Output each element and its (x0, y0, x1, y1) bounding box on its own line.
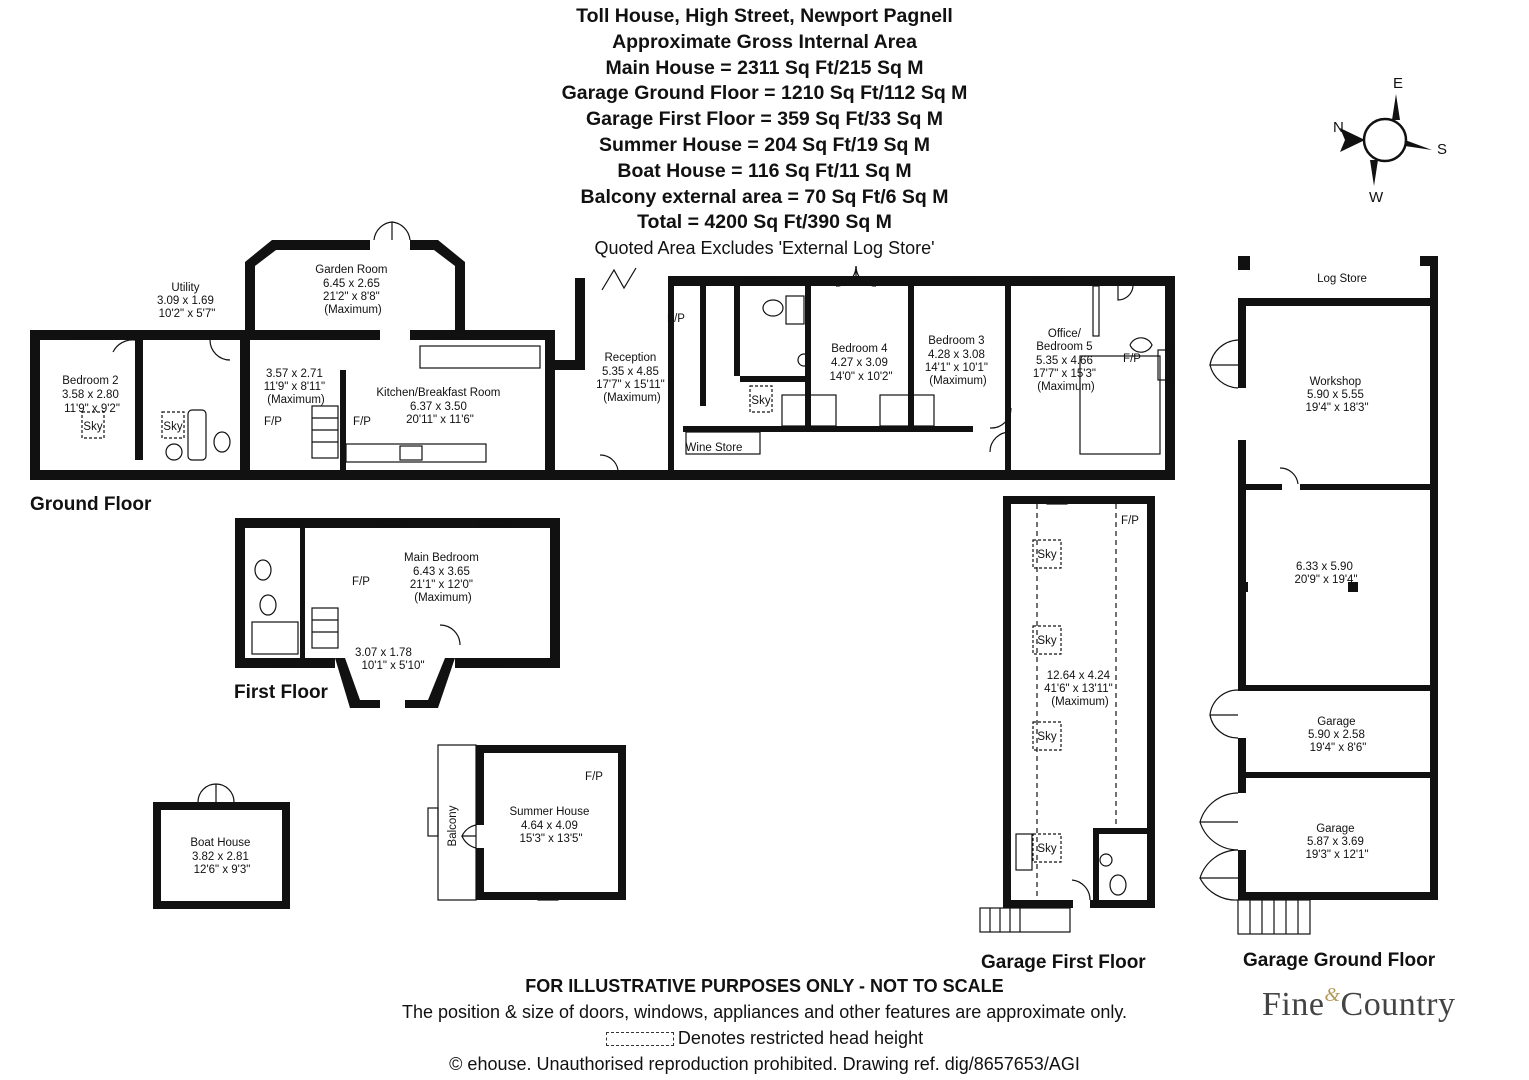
room-bedroom-4: Bedroom 4 4.27 x 3.09 14'0" x 10'2" (829, 343, 892, 383)
room-office-bedroom-5: Office/ Bedroom 5 5.35 x 4.66 17'7" x 15… (1033, 328, 1099, 393)
skylight-marker: Sky (1037, 843, 1056, 855)
floor-label-first: First Floor (234, 682, 329, 703)
room-balcony: Balcony (447, 805, 459, 846)
area-garage-first: Garage First Floor = 359 Sq Ft/33 Sq M (585, 108, 944, 131)
logo-right: Country (1340, 986, 1456, 1023)
skylight-marker: Sky (83, 421, 102, 433)
compass-south-label: S (1437, 141, 1447, 158)
area-total: Total = 4200 Sq Ft/390 Sq M (637, 211, 892, 234)
fireplace-marker: F/P (352, 576, 370, 588)
logo-left: Fine (1262, 986, 1325, 1023)
fireplace-marker: F/P (353, 416, 371, 428)
room-garage-2: Garage 5.87 x 3.69 19'3" x 12'1" (1305, 823, 1368, 861)
fireplace-marker: F/P (667, 313, 685, 325)
area-garage-ground: Garage Ground Floor = 1210 Sq Ft/112 Sq … (561, 82, 968, 105)
room-garage-1: Garage 5.90 x 2.58 19'4" x 8'6" (1308, 716, 1368, 754)
skylight-marker: Sky (1037, 731, 1056, 743)
room-garage-loft: 12.64 x 4.24 41'6" x 13'11" (Maximum) (1044, 670, 1116, 708)
compass: N E S W (1333, 75, 1447, 206)
walls (30, 240, 1438, 909)
compass-west-label: W (1369, 189, 1384, 206)
footer: FOR ILLUSTRATIVE PURPOSES ONLY - NOT TO … (0, 973, 1529, 1077)
area-summer-house: Summer House = 204 Sq Ft/19 Sq M (598, 133, 931, 156)
area-subtitle: Approximate Gross Internal Area (612, 30, 917, 53)
fireplace-marker: F/P (1121, 515, 1139, 527)
room-log-store: Log Store (1317, 273, 1367, 285)
compass-east-label: E (1393, 75, 1403, 92)
room-garden-room: Garden Room 6.45 x 2.65 21'2" x 8'8" (Ma… (315, 264, 390, 316)
skylight-marker: Sky (1037, 635, 1056, 647)
room-summer-house: Summer House 4.64 x 4.09 15'3" x 13'5" (509, 806, 592, 845)
room-bedroom-2: Bedroom 2 3.58 x 2.80 11'9" x 9'2" (62, 375, 122, 415)
head-height-key: Denotes restricted head height (0, 1025, 1529, 1051)
area-balcony: Balcony external area = 70 Sq Ft/6 Sq M (580, 185, 949, 208)
skylight-marker: Sky (1037, 549, 1056, 561)
floor-label-garage-ground: Garage Ground Floor (1243, 950, 1436, 971)
room-bedroom-3: Bedroom 3 4.28 x 3.08 14'1" x 10'1" (Max… (925, 335, 991, 387)
skylight-marker: Sky (163, 421, 182, 433)
room-633: 6.33 x 5.90 20'9" x 19'4" (1294, 561, 1357, 586)
floor-label-garage-first: Garage First Floor (981, 952, 1146, 973)
area-note: Quoted Area Excludes 'External Log Store… (594, 238, 935, 259)
room-kitchen: Kitchen/Breakfast Room 6.37 x 3.50 20'11… (376, 387, 503, 426)
room-wine-store: Wine Store (686, 442, 743, 454)
fine-country-logo: Fine&Country (1262, 984, 1455, 1024)
disclaimer: FOR ILLUSTRATIVE PURPOSES ONLY - NOT TO … (525, 976, 1004, 996)
area-boat-house: Boat House = 116 Sq Ft/11 Sq M (617, 159, 912, 182)
room-main-bedroom: Main Bedroom 6.43 x 3.65 21'1" x 12'0" (… (404, 552, 482, 604)
fixtures (74, 221, 1311, 935)
area-main-house: Main House = 2311 Sq Ft/215 Sq M (605, 56, 924, 79)
room-357: 3.57 x 2.71 11'9" x 8'11" (Maximum) (264, 368, 329, 406)
fireplace-marker: F/P (585, 771, 603, 783)
room-utility: Utility 3.09 x 1.69 10'2" x 5'7" (157, 282, 217, 320)
header: Toll House, High Street, Newport Pagnell… (0, 4, 1529, 260)
floor-label-ground: Ground Floor (30, 494, 152, 515)
fireplace-marker: F/P (264, 416, 282, 428)
copyright: © ehouse. Unauthorised reproduction proh… (449, 1054, 1080, 1074)
head-height-key-icon (605, 1032, 674, 1047)
room-landing: 3.07 x 1.78 10'1" x 5'10" (355, 647, 425, 672)
room-workshop: Workshop 5.90 x 5.55 19'4" x 18'3" (1305, 376, 1368, 414)
head-height-text: Denotes restricted head height (677, 1028, 924, 1048)
room-reception: Reception 5.35 x 4.85 17'7" x 15'11" (Ma… (596, 352, 668, 404)
property-title: Toll House, High Street, Newport Pagnell (576, 5, 953, 27)
fireplace-marker: F/P (1123, 353, 1141, 365)
skylight-marker: Sky (751, 395, 770, 407)
compass-north-label: N (1333, 119, 1344, 136)
position-note: The position & size of doors, windows, a… (401, 1002, 1128, 1022)
logo-amp: & (1324, 984, 1341, 1006)
room-boat-house: Boat House 3.82 x 2.81 12'6" x 9'3" (190, 837, 253, 876)
